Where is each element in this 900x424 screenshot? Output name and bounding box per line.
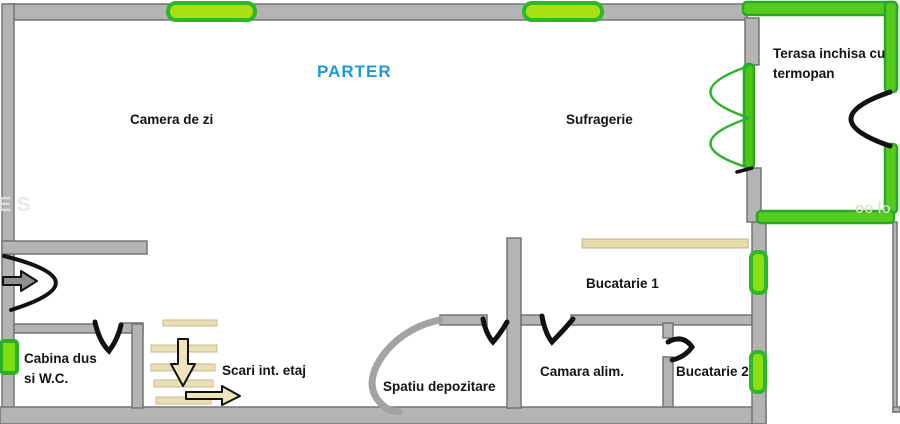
door-marks <box>2 89 893 363</box>
wall-cabina-top <box>13 323 97 334</box>
terasa-door-swing-top <box>709 64 750 120</box>
kitchen-counter <box>581 238 749 249</box>
window-top-right <box>522 1 604 22</box>
room-label-scari: Scari int. etaj <box>222 363 307 378</box>
room-label-camera-de-zi: Camera de zi <box>130 112 214 127</box>
stairs-down-arrow-icon <box>170 338 196 387</box>
room-label-terasa: Terasa inchisa cu termopan <box>773 46 886 81</box>
room-label-cabina-dus: Cabina dus si W.C. <box>24 351 97 386</box>
windows <box>0 0 899 394</box>
entrance-door-swing <box>2 254 58 312</box>
entrance-arrow-icon <box>2 270 38 292</box>
wall-camara-top-left <box>520 314 542 326</box>
wall-camara-divider-bottom <box>662 356 674 408</box>
page-title: PARTER <box>317 62 392 81</box>
room-label-bucatarie-2: Bucatarie 2 <box>676 364 749 379</box>
terasa-wall-top <box>741 0 899 17</box>
terasa-wall-bottom <box>755 209 896 225</box>
wall-cabina-right <box>131 323 144 409</box>
wall-terasa-left-lower <box>746 167 762 223</box>
wall-right-thin <box>892 221 898 413</box>
wall-camara-divider-top <box>662 322 674 339</box>
room-label-camara-alim: Camara alim. <box>540 364 625 379</box>
wall-right-thin-foot <box>892 406 900 413</box>
bucatarie2-door-mark <box>665 336 696 363</box>
stair-step <box>155 396 212 405</box>
wall-camara-top-right <box>570 314 753 326</box>
window-left-bath <box>0 339 19 375</box>
camara-door-mark <box>539 313 576 346</box>
window-right-lower <box>749 350 767 394</box>
terasa-wall-right-lower <box>883 142 899 215</box>
room-label-sufragerie: Sufragerie <box>566 112 633 127</box>
window-right-upper <box>749 250 768 295</box>
room-label-bucatarie-1: Bucatarie 1 <box>586 276 659 291</box>
terasa-exterior-door-swing <box>848 89 893 149</box>
room-label-spatiu-depozitare: Spatiu depozitare <box>383 379 496 394</box>
wall-top <box>8 3 748 21</box>
wall-storage-curve <box>368 316 444 416</box>
cabina-door-mark <box>92 319 124 355</box>
wall-terasa-left-upper <box>744 17 760 66</box>
wall-storage-top <box>439 314 488 326</box>
stairs-forward-arrow-icon <box>185 385 241 406</box>
terasa-door-swing-bottom <box>709 116 750 170</box>
wall-hall <box>1 240 148 255</box>
storage-door-mark <box>480 316 510 346</box>
window-top-left <box>166 1 257 22</box>
door-hinge-dash <box>735 166 754 174</box>
stair-step <box>162 319 218 327</box>
